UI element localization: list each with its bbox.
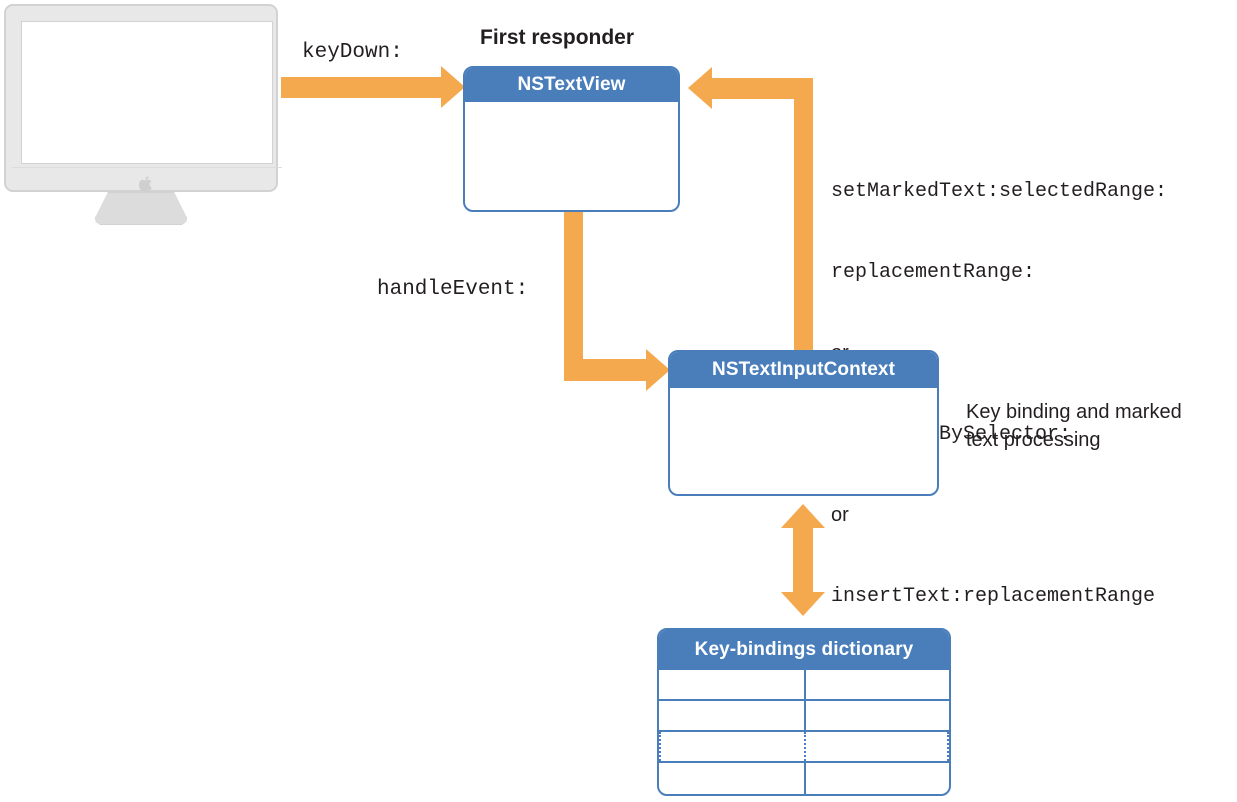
- node-nstextview[interactable]: NSTextView: [463, 66, 680, 212]
- handleevent-arrow-horizontal: [564, 359, 647, 381]
- return-arrow-vertical: [794, 78, 813, 358]
- apple-logo-icon: [137, 174, 155, 194]
- return-arrow-head: [688, 67, 712, 109]
- dictionary-link-arrow-shaft: [793, 526, 813, 594]
- return-arrow-horizontal: [712, 78, 804, 99]
- table-row-divider: [804, 763, 806, 794]
- handleevent-arrow-vertical: [564, 212, 583, 370]
- handleevent-arrow-head: [646, 349, 670, 391]
- keybindings-table: [659, 670, 949, 794]
- node-keybindings-dictionary-title: Key-bindings dictionary: [659, 630, 949, 670]
- table-row-divider: [804, 670, 806, 699]
- node-nstextview-title: NSTextView: [465, 68, 678, 102]
- return-label-line-5: or: [831, 504, 849, 526]
- node-nstextinputcontext-title: NSTextInputContext: [670, 352, 937, 388]
- table-row[interactable]: [659, 701, 949, 732]
- inputcontext-note: Key binding and marked text processing: [966, 398, 1228, 454]
- table-row-edge-mask-right: [949, 732, 951, 761]
- inputcontext-note-line-1: Key binding and marked: [966, 401, 1182, 423]
- inputcontext-note-line-2: text processing: [966, 429, 1101, 451]
- keydown-arrow-shaft: [281, 77, 441, 98]
- table-ellipsis-center: [804, 732, 806, 761]
- return-label-line-1: setMarkedText:selectedRange:: [831, 180, 1168, 203]
- arrow-label-keydown: keyDown:: [302, 41, 403, 64]
- table-ellipsis-right: [947, 732, 949, 761]
- display-illustration: [4, 4, 282, 194]
- table-row-ellipsis: [659, 732, 949, 763]
- table-row[interactable]: [659, 670, 949, 701]
- keydown-arrow-head: [441, 66, 465, 108]
- display-screen: [21, 21, 273, 164]
- first-responder-title: First responder: [480, 26, 635, 49]
- node-keybindings-dictionary[interactable]: Key-bindings dictionary: [657, 628, 951, 796]
- return-label-line-2: replacementRange:: [831, 261, 1036, 284]
- node-nstextinputcontext[interactable]: NSTextInputContext: [668, 350, 939, 496]
- return-label-line-6: insertText:replacementRange: [831, 585, 1156, 608]
- dictionary-link-arrow-head-up: [781, 504, 825, 528]
- table-row[interactable]: [659, 763, 949, 794]
- dictionary-link-arrow-head-down: [781, 592, 825, 616]
- table-ellipsis-left: [659, 732, 661, 761]
- display-chin-divider: [12, 167, 282, 168]
- table-row-divider: [804, 701, 806, 730]
- arrow-label-handleevent: handleEvent:: [377, 278, 529, 301]
- display-stand: [95, 192, 187, 225]
